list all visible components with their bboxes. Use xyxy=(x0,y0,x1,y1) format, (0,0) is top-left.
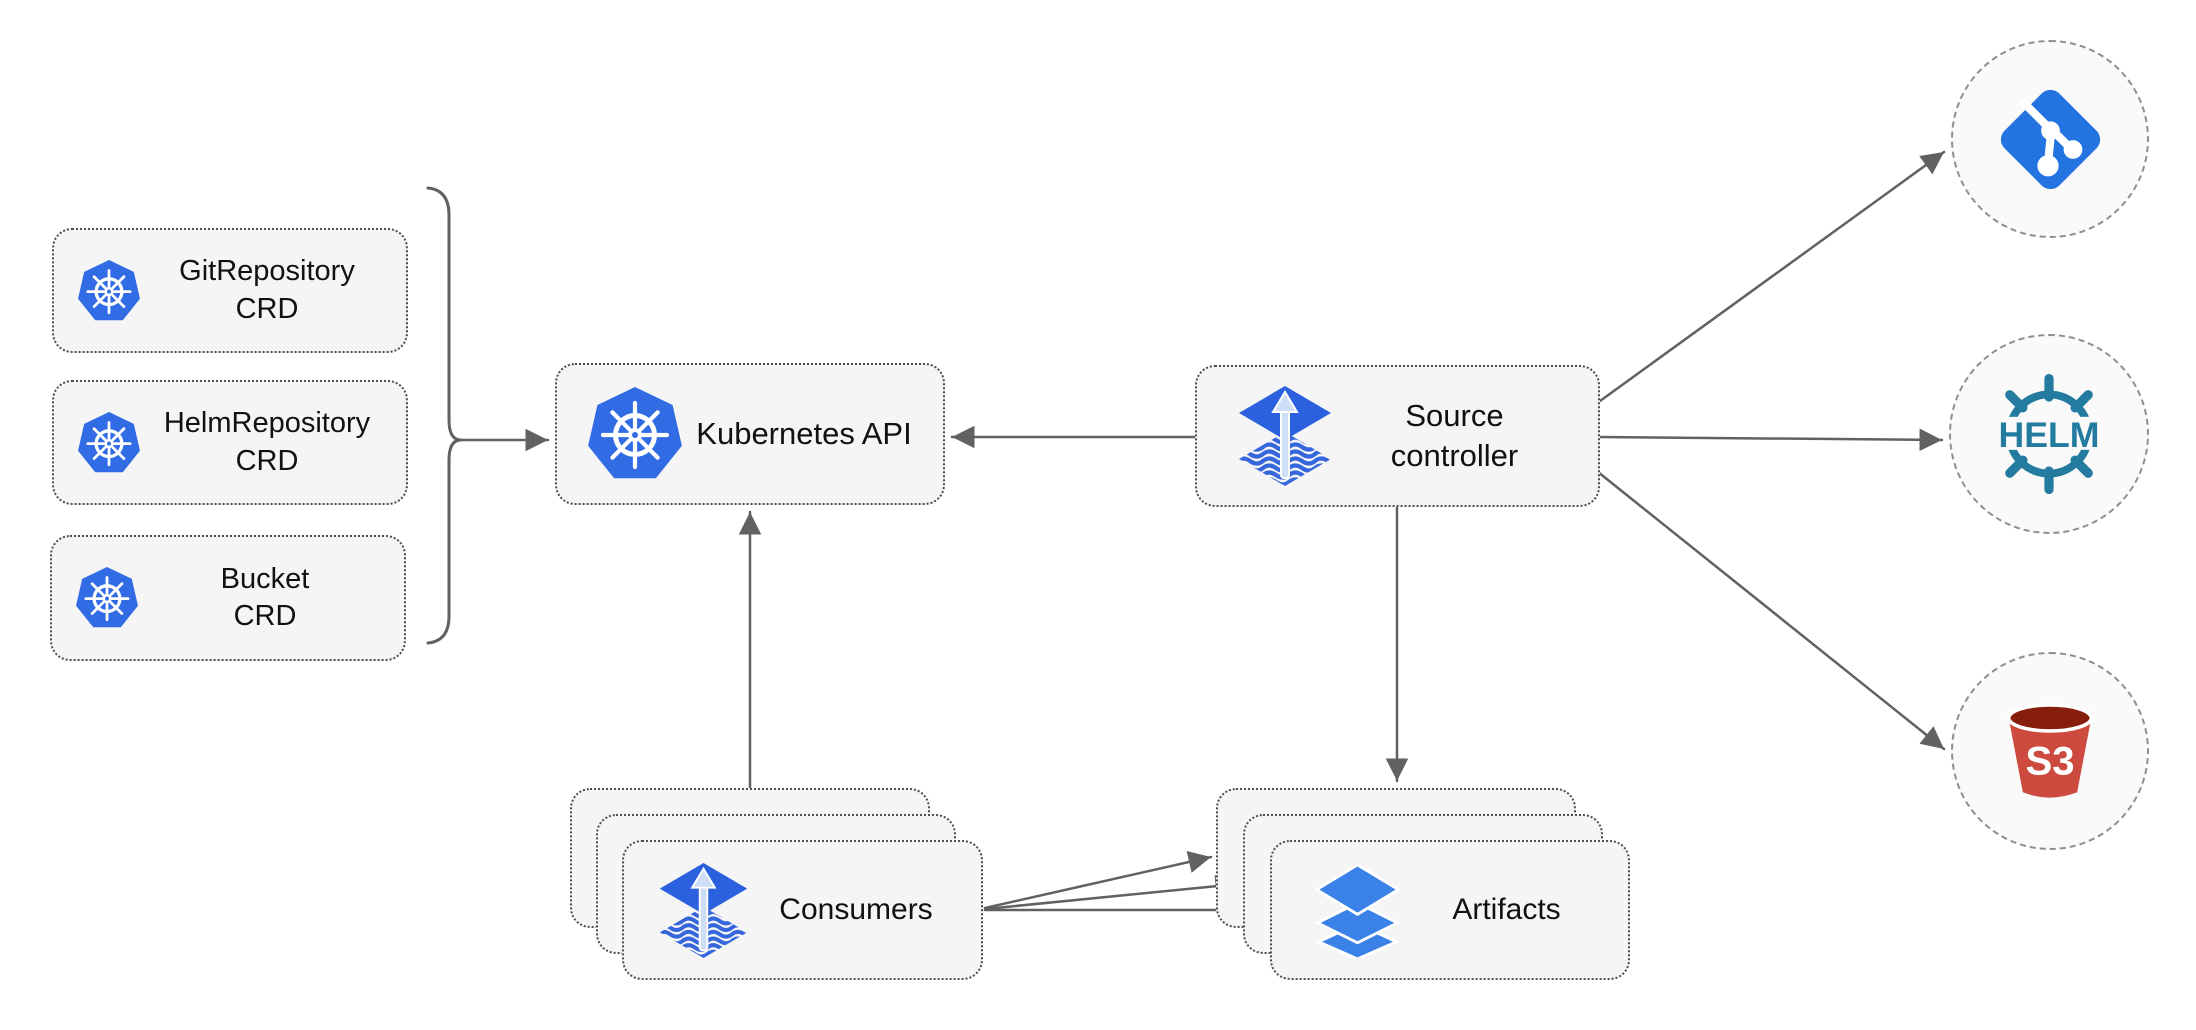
node-label: Consumers xyxy=(779,892,933,926)
endpoint-helm: HELM xyxy=(1949,334,2149,534)
kubernetes-icon xyxy=(76,410,142,476)
node-artifacts: Artifacts xyxy=(1270,840,1630,980)
kubernetes-icon xyxy=(74,565,140,631)
node-label: Bucket CRD xyxy=(140,561,390,635)
git-icon xyxy=(1988,77,2113,202)
arrow-consumers-to-artifacts-back xyxy=(983,850,1213,910)
arrow-consumers-to-artifacts-middle xyxy=(983,875,1240,911)
label-line2: controller xyxy=(1390,438,1519,473)
label-line2: CRD xyxy=(235,292,299,325)
node-label: Artifacts xyxy=(1452,892,1561,926)
label-line1: Source xyxy=(1405,398,1504,434)
node-label: Source controller xyxy=(1335,396,1574,475)
kubernetes-icon xyxy=(585,384,685,484)
s3-bucket-icon: S3 xyxy=(1991,692,2109,810)
endpoint-git xyxy=(1951,40,2149,238)
node-label: Kubernetes API xyxy=(696,416,912,452)
arrow-source-to-helm xyxy=(1598,428,1944,452)
endpoint-s3: S3 xyxy=(1951,652,2149,850)
label-line1: Bucket xyxy=(220,562,310,595)
node-helmrepository-crd: HelmRepository CRD xyxy=(52,380,408,505)
helm-icon: HELM xyxy=(1983,368,2115,500)
flux-icon xyxy=(656,862,751,958)
node-consumers: Consumers xyxy=(622,840,983,980)
label-line1: GitRepository xyxy=(179,255,355,288)
crd-group-bracket xyxy=(426,186,462,645)
node-kubernetes-api: Kubernetes API xyxy=(555,363,945,505)
label-line2: CRD xyxy=(235,444,299,477)
arrow-source-to-s3 xyxy=(1596,470,1946,751)
arrow-source-to-git xyxy=(1598,150,1946,403)
node-label: HelmRepository CRD xyxy=(142,405,392,479)
kubernetes-icon xyxy=(76,258,142,324)
helm-logo-text: HELM xyxy=(1999,415,2100,455)
node-label: GitRepository CRD xyxy=(142,253,392,327)
flux-icon xyxy=(1235,386,1335,486)
label-line1: HelmRepository xyxy=(163,407,371,440)
layers-icon xyxy=(1310,862,1405,958)
node-bucket-crd: Bucket CRD xyxy=(50,535,406,661)
node-source-controller: Source controller xyxy=(1195,365,1600,507)
s3-logo-text: S3 xyxy=(2025,739,2074,784)
label-line2: CRD xyxy=(233,600,297,632)
node-gitrepository-crd: GitRepository CRD xyxy=(52,228,408,353)
